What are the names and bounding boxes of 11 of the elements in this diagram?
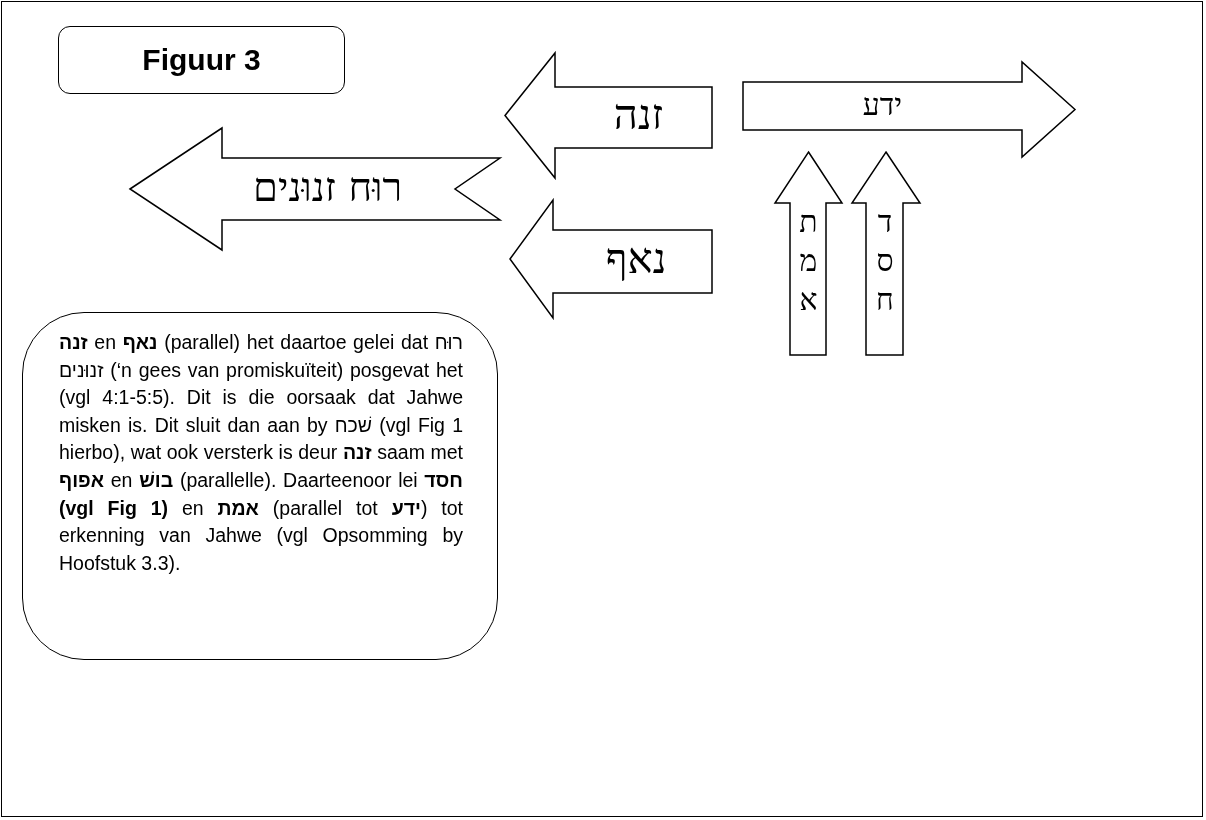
arrow-label: רוּח זנוּנים (251, 167, 404, 207)
note-box (22, 312, 498, 660)
figure-title: Figuur 3 (142, 43, 261, 77)
arrow-label: זנה (612, 94, 665, 137)
edge-label: אמת (793, 205, 823, 324)
block-arrow (773, 150, 844, 356)
block-arrow (850, 150, 922, 356)
arrow-label: נאף (604, 238, 668, 281)
arrow-label: ידע (861, 89, 904, 120)
title-box (58, 26, 345, 94)
edge-label: חסד (869, 205, 900, 324)
